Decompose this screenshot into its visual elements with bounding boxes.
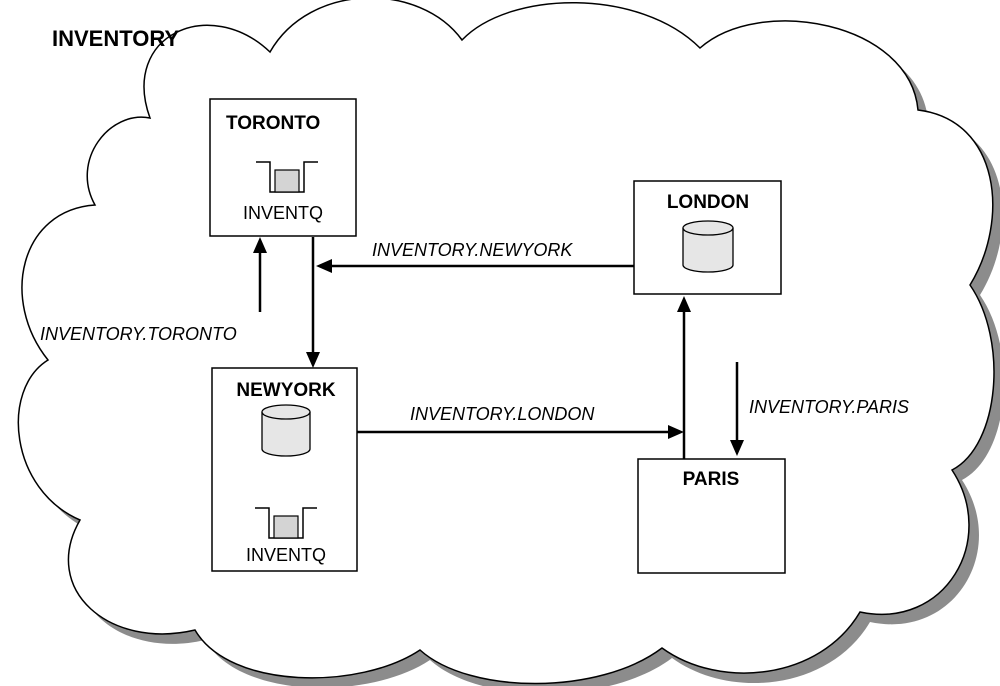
repository-icon [682,220,734,273]
qm-paris: PARIS [637,458,786,574]
channel-to-paris-label: INVENTORY.PARIS [749,397,909,417]
qm-toronto-name: TORONTO [226,113,320,134]
channel-to-newyork-label: INVENTORY.NEWYORK [372,240,573,260]
channel-to-paris: INVENTORY.PARIS [730,362,909,456]
qm-toronto: TORONTO INVENTQ [209,98,357,237]
channel-to-toronto-label: INVENTORY.TORONTO [40,324,237,344]
qm-newyork-queue: INVENTQ [246,545,326,565]
qm-newyork: NEWYORK INVENTQ [211,367,358,572]
channel-to-london: INVENTORY.LONDON [357,404,684,439]
queue-icon [255,507,317,539]
channel-toronto-newyork [306,237,320,368]
channel-to-london-label: INVENTORY.LONDON [410,404,595,424]
qm-london-name: LONDON [667,192,749,213]
qm-newyork-name: NEWYORK [236,380,336,401]
qm-toronto-queue: INVENTQ [243,203,323,223]
qm-paris-name: PARIS [683,469,740,490]
cluster-title: INVENTORY [52,26,179,51]
channel-to-toronto: INVENTORY.TORONTO [40,237,267,344]
repository-icon [261,404,311,457]
qm-london: LONDON [633,180,782,295]
queue-icon [256,161,318,193]
channel-paris-london [677,296,691,459]
channel-to-newyork: INVENTORY.NEWYORK [316,240,634,273]
